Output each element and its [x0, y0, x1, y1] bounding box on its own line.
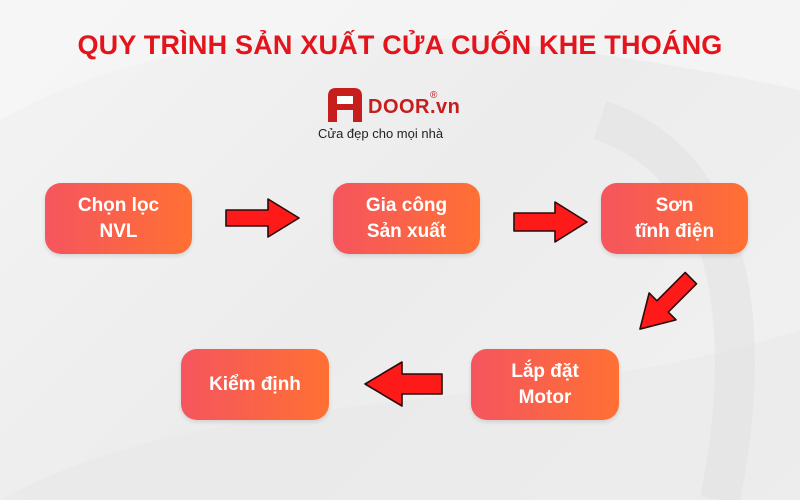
- logo-tagline: Cửa đẹp cho mọi nhà: [318, 126, 444, 141]
- step-gia-cong-san-xuat: Gia công Sản xuất: [333, 183, 480, 254]
- logo-wordmark: DOOR.vn: [368, 96, 461, 118]
- registered-mark: ®: [430, 90, 438, 101]
- a-logo-icon: [328, 88, 362, 122]
- step-chon-loc-nvl: Chọn lọc NVL: [45, 183, 192, 254]
- brand-logo: DOOR.vn ® Cửa đẹp cho mọi nhà: [318, 82, 468, 152]
- page-title: QUY TRÌNH SẢN XUẤT CỬA CUỐN KHE THOÁNG: [77, 30, 723, 60]
- step-son-tinh-dien: Sơn tĩnh điện: [601, 183, 748, 254]
- step-kiem-dinh: Kiểm định: [181, 349, 329, 420]
- step-lap-dat-motor: Lắp đặt Motor: [471, 349, 619, 420]
